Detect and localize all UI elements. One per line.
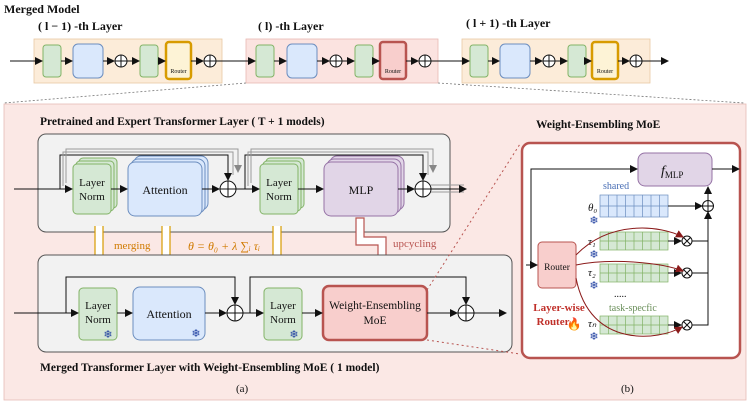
top-l2-attn	[286, 43, 318, 79]
merged-layernorm-2-label-2: Norm	[270, 314, 296, 326]
pre-layernorm-2-stack: Layer Norm	[259, 157, 305, 215]
layer-wise-label: Layer-wise	[533, 302, 585, 314]
pre-mlp-label: MLP	[349, 183, 374, 197]
top-layer-3: ( l + 1) -th Layer Router	[461, 16, 651, 84]
frozen-icon: ❄	[103, 329, 112, 341]
caption-a: (a)	[236, 383, 249, 395]
task-specific-label: task-specfic	[609, 303, 657, 314]
wemoe-title: Weight-Ensembling MoE	[536, 119, 661, 131]
pre-mlp-stack: MLP	[323, 155, 405, 217]
top-l1-norm2	[139, 44, 159, 78]
wemoe-label-2: MoE	[364, 315, 387, 327]
top-l1-norm1	[42, 44, 62, 78]
top-l3-attn	[499, 43, 531, 79]
top-l1-attn	[72, 43, 104, 79]
top-l2-norm1	[255, 44, 275, 78]
router-label: Router	[544, 263, 571, 273]
router-label-red: Router	[537, 316, 570, 328]
top-layer-1: ( l − 1) -th Layer Router	[33, 19, 223, 84]
merged-layernorm-1: Layer Norm ❄	[78, 287, 118, 341]
top-l3-router-label: Router	[597, 69, 613, 75]
dots-label: .....	[614, 289, 627, 300]
merged-attention: Attention ❄	[132, 286, 206, 341]
wemoe-detail-box	[520, 141, 742, 360]
pre-layernorm-2-label-2: Norm	[266, 191, 292, 203]
top-layer-2-label: ( l) -th Layer	[258, 19, 324, 33]
pre-layernorm-1-label-2: Norm	[79, 191, 105, 203]
top-l2-router-label: Router	[385, 69, 401, 75]
tau2-label: τ₂	[588, 267, 596, 279]
task-vectors-grids	[599, 231, 669, 335]
top-l2-norm2	[354, 44, 374, 78]
merged-title: Merged Transformer Layer with Weight-Ens…	[40, 362, 380, 374]
top-layer-1-label: ( l − 1) -th Layer	[38, 19, 123, 33]
fire-icon: 🔥	[567, 317, 582, 331]
merged-model-title: Merged Model	[4, 2, 80, 16]
pre-attention-stack: Attention	[127, 155, 209, 217]
shared-weights-grid	[599, 194, 669, 218]
merged-layernorm-1-label: Layer	[85, 300, 111, 312]
merged-wemoe-block: Weight-Ensembling MoE	[321, 284, 429, 342]
wemoe-label-1: Weight-Ensembling	[329, 300, 421, 312]
frozen-icon: ❄	[589, 280, 598, 292]
merged-layernorm-2: Layer Norm ❄	[263, 287, 303, 341]
pre-layernorm-1-stack: Layer Norm	[72, 157, 118, 215]
top-layer-3-label: ( l + 1) -th Layer	[466, 16, 551, 30]
fmlp-label: fMLP	[661, 164, 683, 180]
pre-layernorm-1-label: Layer	[79, 177, 105, 189]
top-l3-norm2	[567, 44, 587, 78]
merged-layernorm-2-label: Layer	[270, 300, 296, 312]
frozen-icon: ❄	[191, 328, 200, 340]
shared-label: shared	[603, 181, 629, 192]
pre-layernorm-2-label: Layer	[266, 177, 292, 189]
merged-layernorm-1-label-2: Norm	[85, 314, 111, 326]
frozen-icon: ❄	[289, 329, 298, 341]
pretrained-title: Pretrained and Expert Transformer Layer …	[40, 116, 325, 128]
merged-attention-label: Attention	[146, 307, 191, 321]
top-l1-router-label: Router	[170, 69, 186, 75]
frozen-icon: ❄	[589, 331, 598, 343]
top-layer-2: ( l) -th Layer Router	[245, 19, 439, 84]
merging-label: merging	[114, 240, 151, 252]
pre-attention-label: Attention	[142, 183, 187, 197]
frozen-icon: ❄	[589, 215, 598, 227]
taun-label: τₙ	[588, 318, 597, 330]
upcycling-label: upcycling	[393, 238, 437, 250]
caption-b: (b)	[621, 383, 634, 395]
merge-formula: θ = θ₀ + λ ∑ᵢ τᵢ	[188, 239, 260, 253]
frozen-icon: ❄	[589, 249, 598, 261]
theta0-label: θ₀	[588, 202, 597, 214]
top-l3-norm1	[469, 44, 489, 78]
